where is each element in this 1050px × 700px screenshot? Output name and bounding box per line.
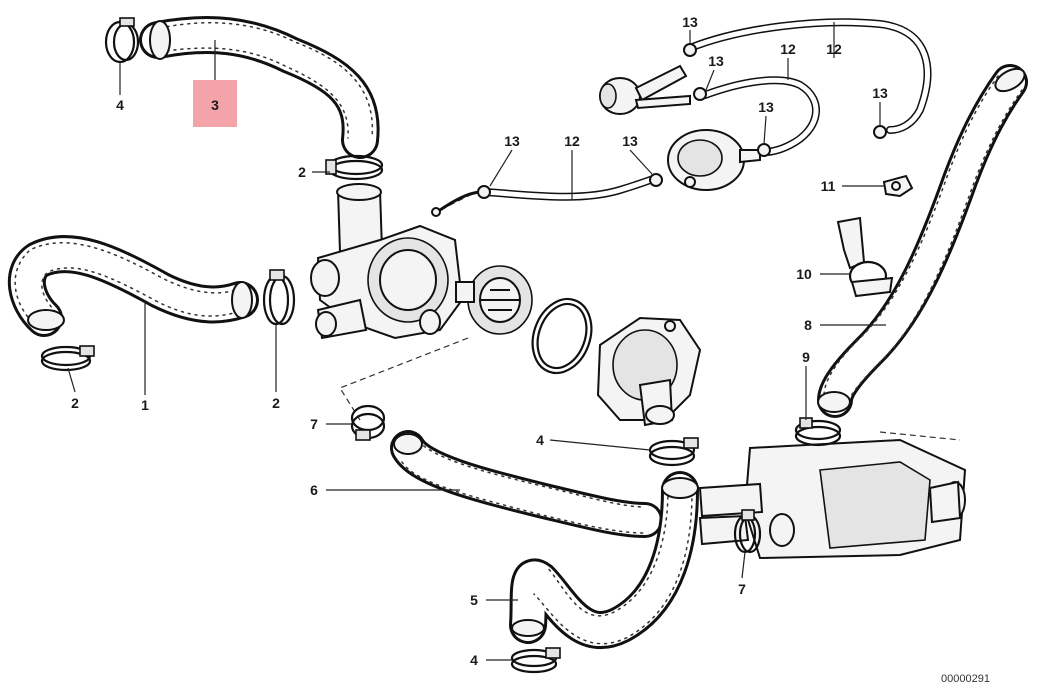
label-hose-3: 3 [211, 97, 219, 113]
assembly-line [339, 337, 469, 421]
clamp-2-middle[interactable] [262, 269, 296, 326]
label-clip-13-e: 13 [504, 133, 520, 149]
clamp-2-top[interactable] [325, 154, 384, 181]
vacuum-line-12-low[interactable] [438, 174, 660, 212]
label-clamp-7-upper: 7 [310, 416, 318, 432]
label-hose-6: 6 [310, 482, 318, 498]
radiator-tank[interactable] [698, 431, 967, 560]
label-clamp-2-top: 2 [298, 164, 306, 180]
label-clamp-4-middle: 4 [536, 432, 544, 448]
clamp-4-top[interactable] [104, 17, 140, 64]
label-line-12-mid: 12 [780, 41, 796, 57]
label-hose-5: 5 [470, 592, 478, 608]
label-clip-13-a: 13 [682, 14, 698, 30]
clip-13-b[interactable] [693, 87, 707, 101]
vacuum-line-12-top[interactable] [686, 18, 932, 134]
highlight-box [193, 80, 237, 127]
clamp-2-left[interactable] [40, 345, 95, 372]
clip-13-a[interactable] [683, 43, 697, 57]
thermostat[interactable] [455, 265, 533, 335]
clip-13-c[interactable] [757, 143, 771, 157]
label-clip-13-b: 13 [708, 53, 724, 69]
bracket-10[interactable] [836, 216, 894, 298]
clip-13-d[interactable] [873, 125, 887, 139]
label-clip-13-d: 13 [872, 85, 888, 101]
vacuum-unit[interactable] [667, 129, 761, 191]
label-clamp-2-left: 2 [71, 395, 79, 411]
clip-13-f[interactable] [649, 173, 663, 187]
label-clip-13-c: 13 [758, 99, 774, 115]
label-clamp-7-lower: 7 [738, 581, 746, 597]
label-clamp-9: 9 [802, 349, 810, 365]
clamp-7-lower[interactable] [733, 509, 762, 554]
clamp-4-bottom[interactable] [510, 647, 561, 674]
label-clip-13-f: 13 [622, 133, 638, 149]
hose-1[interactable] [7, 235, 259, 337]
clamp-9[interactable] [794, 417, 842, 447]
label-bracket-10: 10 [796, 266, 812, 282]
label-line-12-top: 12 [826, 41, 842, 57]
label-clip-11: 11 [821, 178, 836, 194]
hose-3[interactable] [139, 16, 380, 159]
hose-5[interactable] [509, 471, 699, 649]
label-clamp-2-middle: 2 [272, 395, 280, 411]
housing-cover[interactable] [596, 316, 702, 427]
label-clamp-4-top: 4 [116, 97, 124, 113]
label-line-12-low: 12 [564, 133, 580, 149]
label-clamp-4-bottom: 4 [470, 652, 478, 668]
catalog-number: 00000291 [941, 673, 990, 685]
hose-8[interactable] [817, 64, 1028, 418]
leader-lines [67, 22, 886, 661]
vacuum-valve[interactable] [599, 64, 691, 115]
clip-11[interactable] [882, 174, 914, 198]
label-hose-1: 1 [141, 397, 149, 413]
clamp-4-middle[interactable] [648, 437, 699, 467]
o-ring[interactable] [523, 291, 602, 382]
clip-13-e[interactable] [477, 185, 491, 199]
label-hose-8: 8 [804, 317, 812, 333]
thermostat-housing[interactable] [310, 183, 464, 340]
clamp-7-upper[interactable] [350, 404, 386, 441]
vacuum-line-12-mid[interactable] [701, 76, 820, 156]
hose-6[interactable] [390, 430, 663, 538]
